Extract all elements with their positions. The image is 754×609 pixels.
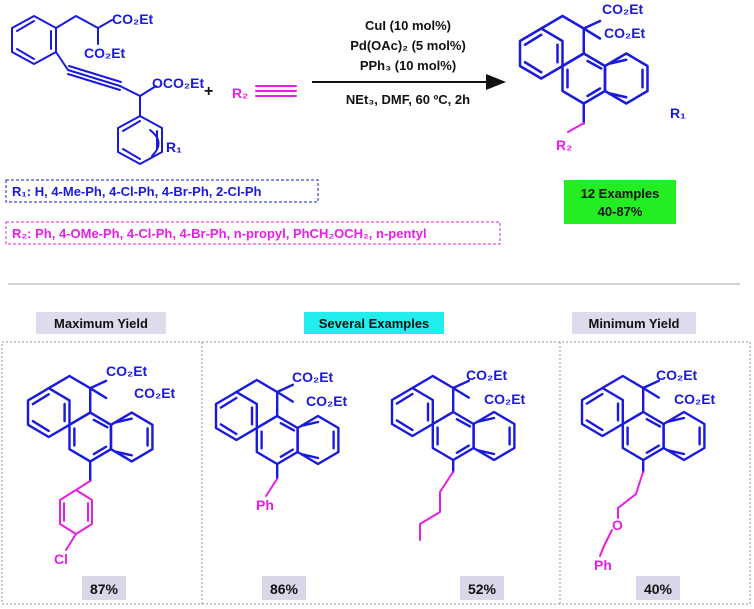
example-1-ester2: CO₂Et (134, 385, 176, 401)
example-2-structure (214, 378, 340, 480)
example-2-ester1: CO₂Et (292, 369, 334, 385)
ligand-pph3: PPh₃ (10 mol%) (360, 58, 456, 73)
examples-frame (1, 341, 751, 605)
substrate-ester1: CO₂Et (112, 11, 154, 27)
substrate-r1: R₁ (166, 139, 182, 155)
min-title-box (572, 312, 696, 334)
example-1-yield-box (82, 576, 126, 600)
example-1-ester1: CO₂Et (106, 363, 148, 379)
example-2-substituent-label: Ph (256, 497, 274, 513)
example-2-yield: 86% (270, 581, 299, 597)
product-ester1: CO₂Et (602, 1, 644, 17)
plus-sign: + (204, 83, 213, 100)
product-r2-link (567, 122, 585, 133)
max-title-box (36, 312, 166, 334)
product-r1: R₁ (670, 105, 686, 121)
example-4-oxygen-label: O (612, 517, 623, 533)
example-3-ester1: CO₂Et (466, 367, 508, 383)
example-4-yield-box (636, 576, 680, 600)
r1-scope-text: R₁: H, 4-Me-Ph, 4-Cl-Ph, 4-Br-Ph, 2-Cl-P… (12, 184, 262, 199)
several-title-box (304, 312, 444, 334)
r2-scope-box (5, 221, 501, 245)
reaction-conditions: NEt₃, DMF, 60 ºC, 2h (346, 92, 470, 107)
example-1-yield: 87% (90, 581, 119, 597)
example-1-substituent (59, 480, 93, 551)
example-1-substituent-label: Cl (54, 551, 68, 567)
product-r2: R₂ (556, 137, 572, 153)
example-2-yield-box (262, 576, 306, 600)
example-2-ester2: CO₂Et (306, 393, 348, 409)
alkyne-triple-bond (255, 85, 297, 97)
example-3-yield-box (460, 576, 504, 600)
product-structure (518, 14, 649, 125)
several-title: Several Examples (319, 316, 430, 331)
max-title: Maximum Yield (54, 316, 148, 331)
example-2-substituent (265, 478, 278, 497)
example-4-phenyl-label: Ph (594, 557, 612, 573)
example-4-yield: 40% (644, 581, 673, 597)
alkyne-r2: R₂ (232, 85, 248, 101)
example-3-alkyl-chain (419, 471, 454, 541)
r1-scope-box (5, 179, 319, 203)
r2-scope-text: R₂: Ph, 4-OMe-Ph, 4-Cl-Ph, 4-Br-Ph, n-pr… (12, 226, 427, 241)
substrate-structure (11, 15, 163, 165)
examples-range: 40-87% (598, 204, 643, 219)
example-3-structure (390, 374, 516, 474)
example-3-yield: 52% (468, 581, 497, 597)
example-4-ester2: CO₂Et (674, 391, 716, 407)
example-1-structure (26, 374, 154, 483)
example-3-ester2: CO₂Et (484, 391, 526, 407)
catalyst-cui: CuI (10 mol%) (365, 18, 451, 33)
product-ester2: CO₂Et (604, 25, 646, 41)
substrate-carbonate: OCO₂Et (152, 75, 204, 91)
example-4-ester1: CO₂Et (656, 367, 698, 383)
example-4-ether-chain (599, 471, 644, 557)
example-4-structure (580, 374, 706, 474)
min-title: Minimum Yield (588, 316, 679, 331)
examples-badge (564, 180, 676, 224)
substrate-ester2: CO₂Et (84, 45, 126, 61)
examples-count: 12 Examples (581, 186, 660, 201)
catalyst-pd: Pd(OAc)₂ (5 mol%) (350, 38, 466, 53)
